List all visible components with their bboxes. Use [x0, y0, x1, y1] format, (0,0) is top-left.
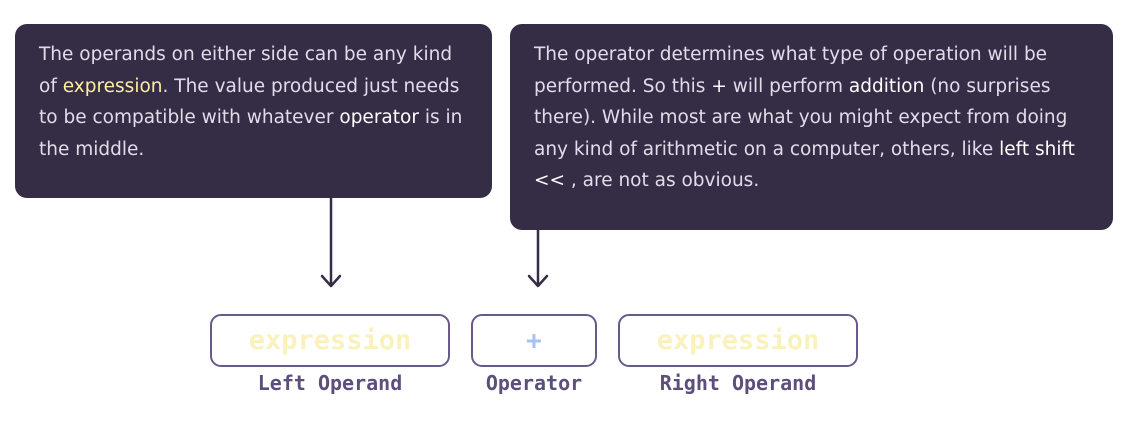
operator-caption: Operator	[485, 371, 583, 395]
callout-text: is in the middle.	[39, 107, 463, 160]
callout-text: , are not as obvious.	[565, 170, 760, 191]
operator-arrow	[527, 228, 549, 288]
operator-callout: The operator determines what type of ope…	[510, 24, 1113, 230]
plus-highlight: +	[711, 75, 727, 97]
callout-text: . The value produced just needs to be co…	[39, 75, 460, 129]
addition-highlight: addition	[848, 75, 925, 97]
left-operand-box: expression	[210, 314, 450, 367]
left-shift-highlight: left shift <<	[534, 138, 1075, 192]
right-operand-value: expression	[656, 325, 820, 356]
expression-highlight: expression	[62, 75, 163, 97]
left-arrow	[320, 196, 342, 288]
operator-value: +	[526, 325, 542, 356]
operator-box: +	[471, 314, 597, 367]
operator-highlight: operator	[339, 107, 419, 128]
callout-text: The operands on either side can be any k…	[39, 44, 453, 97]
right-operand-box: expression	[618, 314, 858, 367]
left-operand-value: expression	[248, 325, 412, 356]
callout-text: (no surprises there). While most are wha…	[534, 75, 1068, 160]
left-operand-caption: Left Operand	[257, 371, 403, 395]
left-operand-callout: The operands on either side can be any k…	[15, 24, 492, 198]
callout-text: The operator determines what type of ope…	[534, 44, 1048, 97]
right-operand-caption: Right Operand	[659, 371, 817, 395]
callout-text: will perform	[726, 75, 849, 97]
